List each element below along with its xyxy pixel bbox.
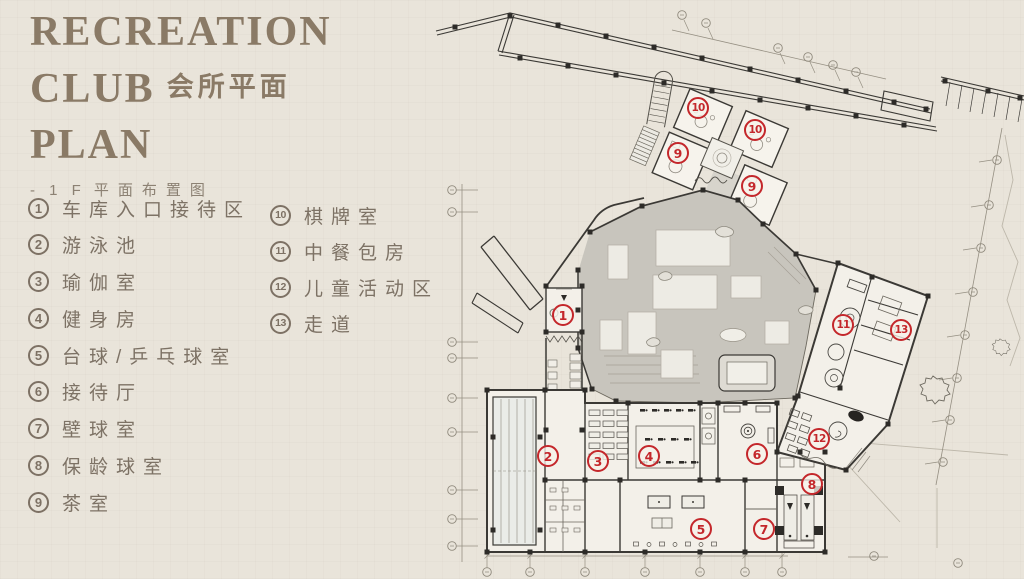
trees [919, 338, 1011, 405]
swimming-pool [492, 396, 537, 546]
title-line-2: CLUB 会所平面 [30, 60, 332, 117]
legend-label: 茶室 [62, 493, 117, 515]
grid-lines [461, 29, 1003, 562]
legend-number: 4 [28, 307, 49, 329]
plan-marker-10: 10 [744, 119, 766, 141]
legend-label: 走道 [304, 314, 359, 336]
legend-number: 13 [270, 312, 291, 334]
pavilion-small [699, 136, 745, 180]
legend-column-1: 1 车库入口接待区 2 游泳池 3 瑜伽室 4 健身房 5 台球/乒乓球室 6 接待厅 7 壁球室 8 保龄球… [28, 197, 252, 515]
bottom-band [486, 389, 826, 553]
title-club: CLUB [30, 66, 155, 112]
legend-number: 5 [28, 344, 49, 366]
legend-label: 台球/乒乓球室 [62, 346, 238, 368]
legend-number: 3 [28, 271, 49, 293]
legend-item-12: 12 儿童活动区 [270, 276, 440, 300]
legend-item-10: 10 棋牌室 [270, 204, 439, 228]
legend-label: 壁球室 [62, 420, 144, 442]
legend-label: 儿童活动区 [304, 278, 440, 300]
legend-item-13: 13 走道 [270, 312, 439, 336]
grid-ticks [456, 19, 993, 568]
sauna-rooms [701, 407, 716, 445]
title-line-3: PLAN [30, 122, 153, 168]
plan-marker-7: 7 [753, 518, 775, 540]
legend-label: 棋牌室 [304, 206, 386, 228]
legend-number: 12 [270, 276, 291, 298]
pond [719, 328, 747, 342]
legend-item-1: 1 车库入口接待区 [28, 197, 252, 221]
legend-number: 8 [28, 455, 49, 477]
tree-icon [919, 375, 951, 405]
legend-label: 保龄球室 [62, 457, 171, 479]
yoga-mats [588, 409, 629, 460]
billiards-room [633, 495, 717, 547]
plan-marker-13: 13 [890, 319, 912, 341]
garage-entrance [471, 235, 583, 343]
plan-marker-9: 9 [667, 142, 689, 164]
plan-marker-1: 1 [552, 304, 574, 326]
plan-marker-5: 5 [690, 518, 712, 540]
grid-bubbles [447, 10, 1002, 577]
legend-item-8: 8 保龄球室 [28, 455, 251, 479]
legend-item-4: 4 健身房 [28, 307, 251, 331]
legend-column-2: 10 棋牌室 11 中餐包房 12 儿童活动区 13 走道 [270, 204, 440, 336]
courtyard-decks [599, 229, 790, 379]
title-chinese: 会所平面 [166, 72, 291, 103]
courtyard [547, 189, 817, 404]
plan-marker-6: 6 [746, 443, 768, 465]
reception-hall [723, 405, 775, 444]
legend-item-5: 5 台球/乒乓球室 [28, 344, 251, 368]
legend-number: 7 [28, 418, 49, 440]
legend-label: 瑜伽室 [62, 273, 144, 295]
legend-item-6: 6 接待厅 [28, 381, 251, 405]
legend-label: 接待厅 [62, 383, 144, 405]
hairpin-ramp [646, 70, 674, 128]
legend-number: 10 [270, 204, 291, 226]
legend-number: 9 [28, 491, 49, 513]
legend-item-3: 3 瑜伽室 [28, 271, 251, 295]
stair-strip [629, 125, 660, 167]
legend-number: 6 [28, 381, 49, 403]
legend-label: 游泳池 [62, 236, 144, 258]
rocks [646, 226, 814, 347]
plan-marker-3: 3 [587, 450, 609, 472]
legend-item-9: 9 茶室 [28, 491, 251, 515]
plan-marker-9: 9 [741, 175, 763, 197]
legend-label: 车库入口接待区 [62, 199, 252, 221]
legend-item-11: 11 中餐包房 [270, 240, 439, 264]
plan-marker-2: 2 [537, 445, 559, 467]
legend-item-2: 2 游泳池 [28, 234, 251, 258]
legend-label: 中餐包房 [304, 242, 413, 264]
water-edge-squiggle [694, 176, 728, 184]
legend-item-7: 7 壁球室 [28, 418, 251, 442]
pavilion-main [718, 354, 776, 392]
legend-number: 2 [28, 234, 49, 256]
plan-marker-4: 4 [638, 445, 660, 467]
childrens-area [784, 408, 871, 473]
top-diagonal-walls [435, 12, 1024, 132]
legend-number: 11 [270, 240, 291, 262]
legend-label: 健身房 [62, 309, 144, 331]
plan-marker-8: 8 [801, 473, 823, 495]
title-line-1: RECREATION [30, 9, 332, 55]
legend-number: 1 [28, 197, 49, 219]
plan-marker-12: 12 [808, 428, 830, 450]
plan-marker-11: 11 [832, 314, 854, 336]
plan-marker-10: 10 [687, 97, 709, 119]
structural-columns [452, 13, 1023, 555]
tree-icon [991, 338, 1011, 357]
